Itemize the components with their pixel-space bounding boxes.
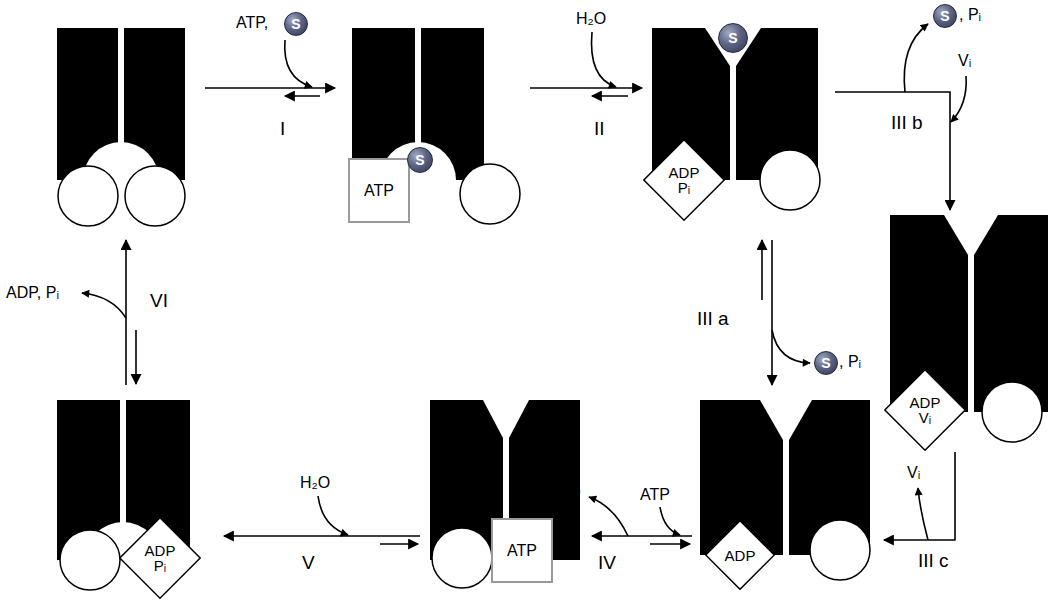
node-text: ADP Pᵢ	[140, 543, 180, 573]
node-text: S	[821, 356, 830, 370]
substrate-circle: S	[933, 4, 957, 28]
reactant-label: ADP	[548, 486, 581, 504]
drawn-line	[592, 535, 692, 537]
reactant-label: Vᵢ	[907, 464, 920, 482]
drawn-line	[650, 543, 690, 545]
drawn-line	[285, 95, 320, 97]
reaction-arrow-1	[205, 40, 335, 96]
drawn-line	[530, 87, 642, 89]
drawn-line	[592, 95, 628, 97]
drawn-line	[761, 240, 763, 300]
node-text: S	[291, 17, 300, 31]
nucleotide-diamond: ADP Vᵢ	[884, 369, 966, 451]
drawn-line	[380, 543, 418, 545]
step-number: VI	[150, 290, 168, 311]
drawn-path	[285, 40, 312, 87]
substrate-circle: S	[814, 351, 838, 375]
node-text: ADP	[720, 548, 760, 563]
atp-box: ATP	[348, 158, 410, 223]
drawn-line	[771, 240, 773, 385]
reactant-label: H₂O	[576, 10, 606, 28]
drawn-path	[904, 24, 928, 92]
atp-box: ATP	[491, 518, 553, 583]
drawn-path	[835, 92, 950, 210]
drawn-circle	[982, 382, 1042, 442]
drawn-line	[205, 87, 335, 89]
drawn-circle	[432, 528, 492, 588]
node-text: ATP	[507, 542, 537, 560]
transporter-state-adp	[700, 400, 870, 580]
drawn-path	[918, 488, 928, 540]
diamond-shape	[120, 518, 200, 598]
diamond-shape	[644, 140, 724, 220]
transporter-state-1	[57, 28, 185, 226]
drawn-path	[592, 32, 617, 87]
drawn-path	[82, 293, 126, 318]
substrate-circle: S	[718, 23, 748, 53]
step-number: IV	[598, 552, 616, 573]
step-number: I	[280, 118, 285, 139]
drawn-circle	[460, 164, 520, 224]
step-number: V	[302, 552, 315, 573]
reactant-label: ADP, Pᵢ	[6, 284, 59, 302]
drawn-circle	[58, 166, 118, 226]
drawn-circle	[125, 166, 185, 226]
drawn-circle	[760, 150, 820, 210]
node-text: ADP Pᵢ	[664, 165, 704, 195]
nucleotide-diamond: ADP Pᵢ	[643, 139, 725, 221]
drawn-path	[951, 76, 966, 122]
reaction-arrow-4	[589, 497, 692, 544]
drawn-path	[660, 507, 680, 535]
node-text: S	[940, 9, 949, 23]
reactant-label: ATP,	[236, 14, 268, 32]
transporter-state-atp	[430, 400, 580, 588]
substrate-circle: S	[284, 12, 308, 36]
diamond-shape	[885, 370, 965, 450]
reaction-arrow-6	[82, 240, 136, 385]
node-text: S	[728, 31, 737, 45]
reaction-arrow-5	[224, 496, 420, 544]
reactant-label: , Pᵢ	[839, 353, 861, 371]
reaction-arrow-3a	[762, 240, 810, 385]
nucleotide-diamond: ADP	[705, 520, 775, 590]
step-number: III c	[918, 550, 949, 571]
drawn-line	[224, 535, 420, 537]
transporter-state-vanadate	[890, 215, 1048, 442]
drawn-circle	[810, 520, 870, 580]
reactant-label: Vᵢ	[958, 52, 971, 70]
reactant-label: , Pᵢ	[959, 6, 981, 24]
reaction-arrow-3b	[835, 24, 966, 210]
step-number: III a	[697, 308, 729, 329]
node-text: ATP	[364, 182, 394, 200]
drawn-line	[125, 240, 127, 385]
step-number: II	[594, 118, 605, 139]
nucleotide-diamond: ADP Pᵢ	[119, 517, 201, 599]
drawn-path	[772, 330, 810, 363]
reactant-label: ATP	[640, 486, 670, 504]
diamond-shape	[706, 521, 775, 590]
drawn-path	[589, 497, 628, 536]
node-text: ADP Vᵢ	[905, 395, 945, 425]
reaction-arrow-2	[530, 32, 642, 96]
node-text: S	[415, 153, 424, 167]
reactant-label: H₂O	[300, 474, 330, 492]
step-number: III b	[891, 112, 923, 133]
drawn-line	[135, 330, 137, 384]
drawn-circle	[60, 530, 120, 590]
substrate-circle: S	[407, 147, 433, 173]
drawn-path	[884, 452, 955, 540]
reaction-arrow-3c	[884, 452, 955, 540]
drawn-path	[318, 496, 348, 535]
transporter-state-2	[352, 28, 520, 224]
